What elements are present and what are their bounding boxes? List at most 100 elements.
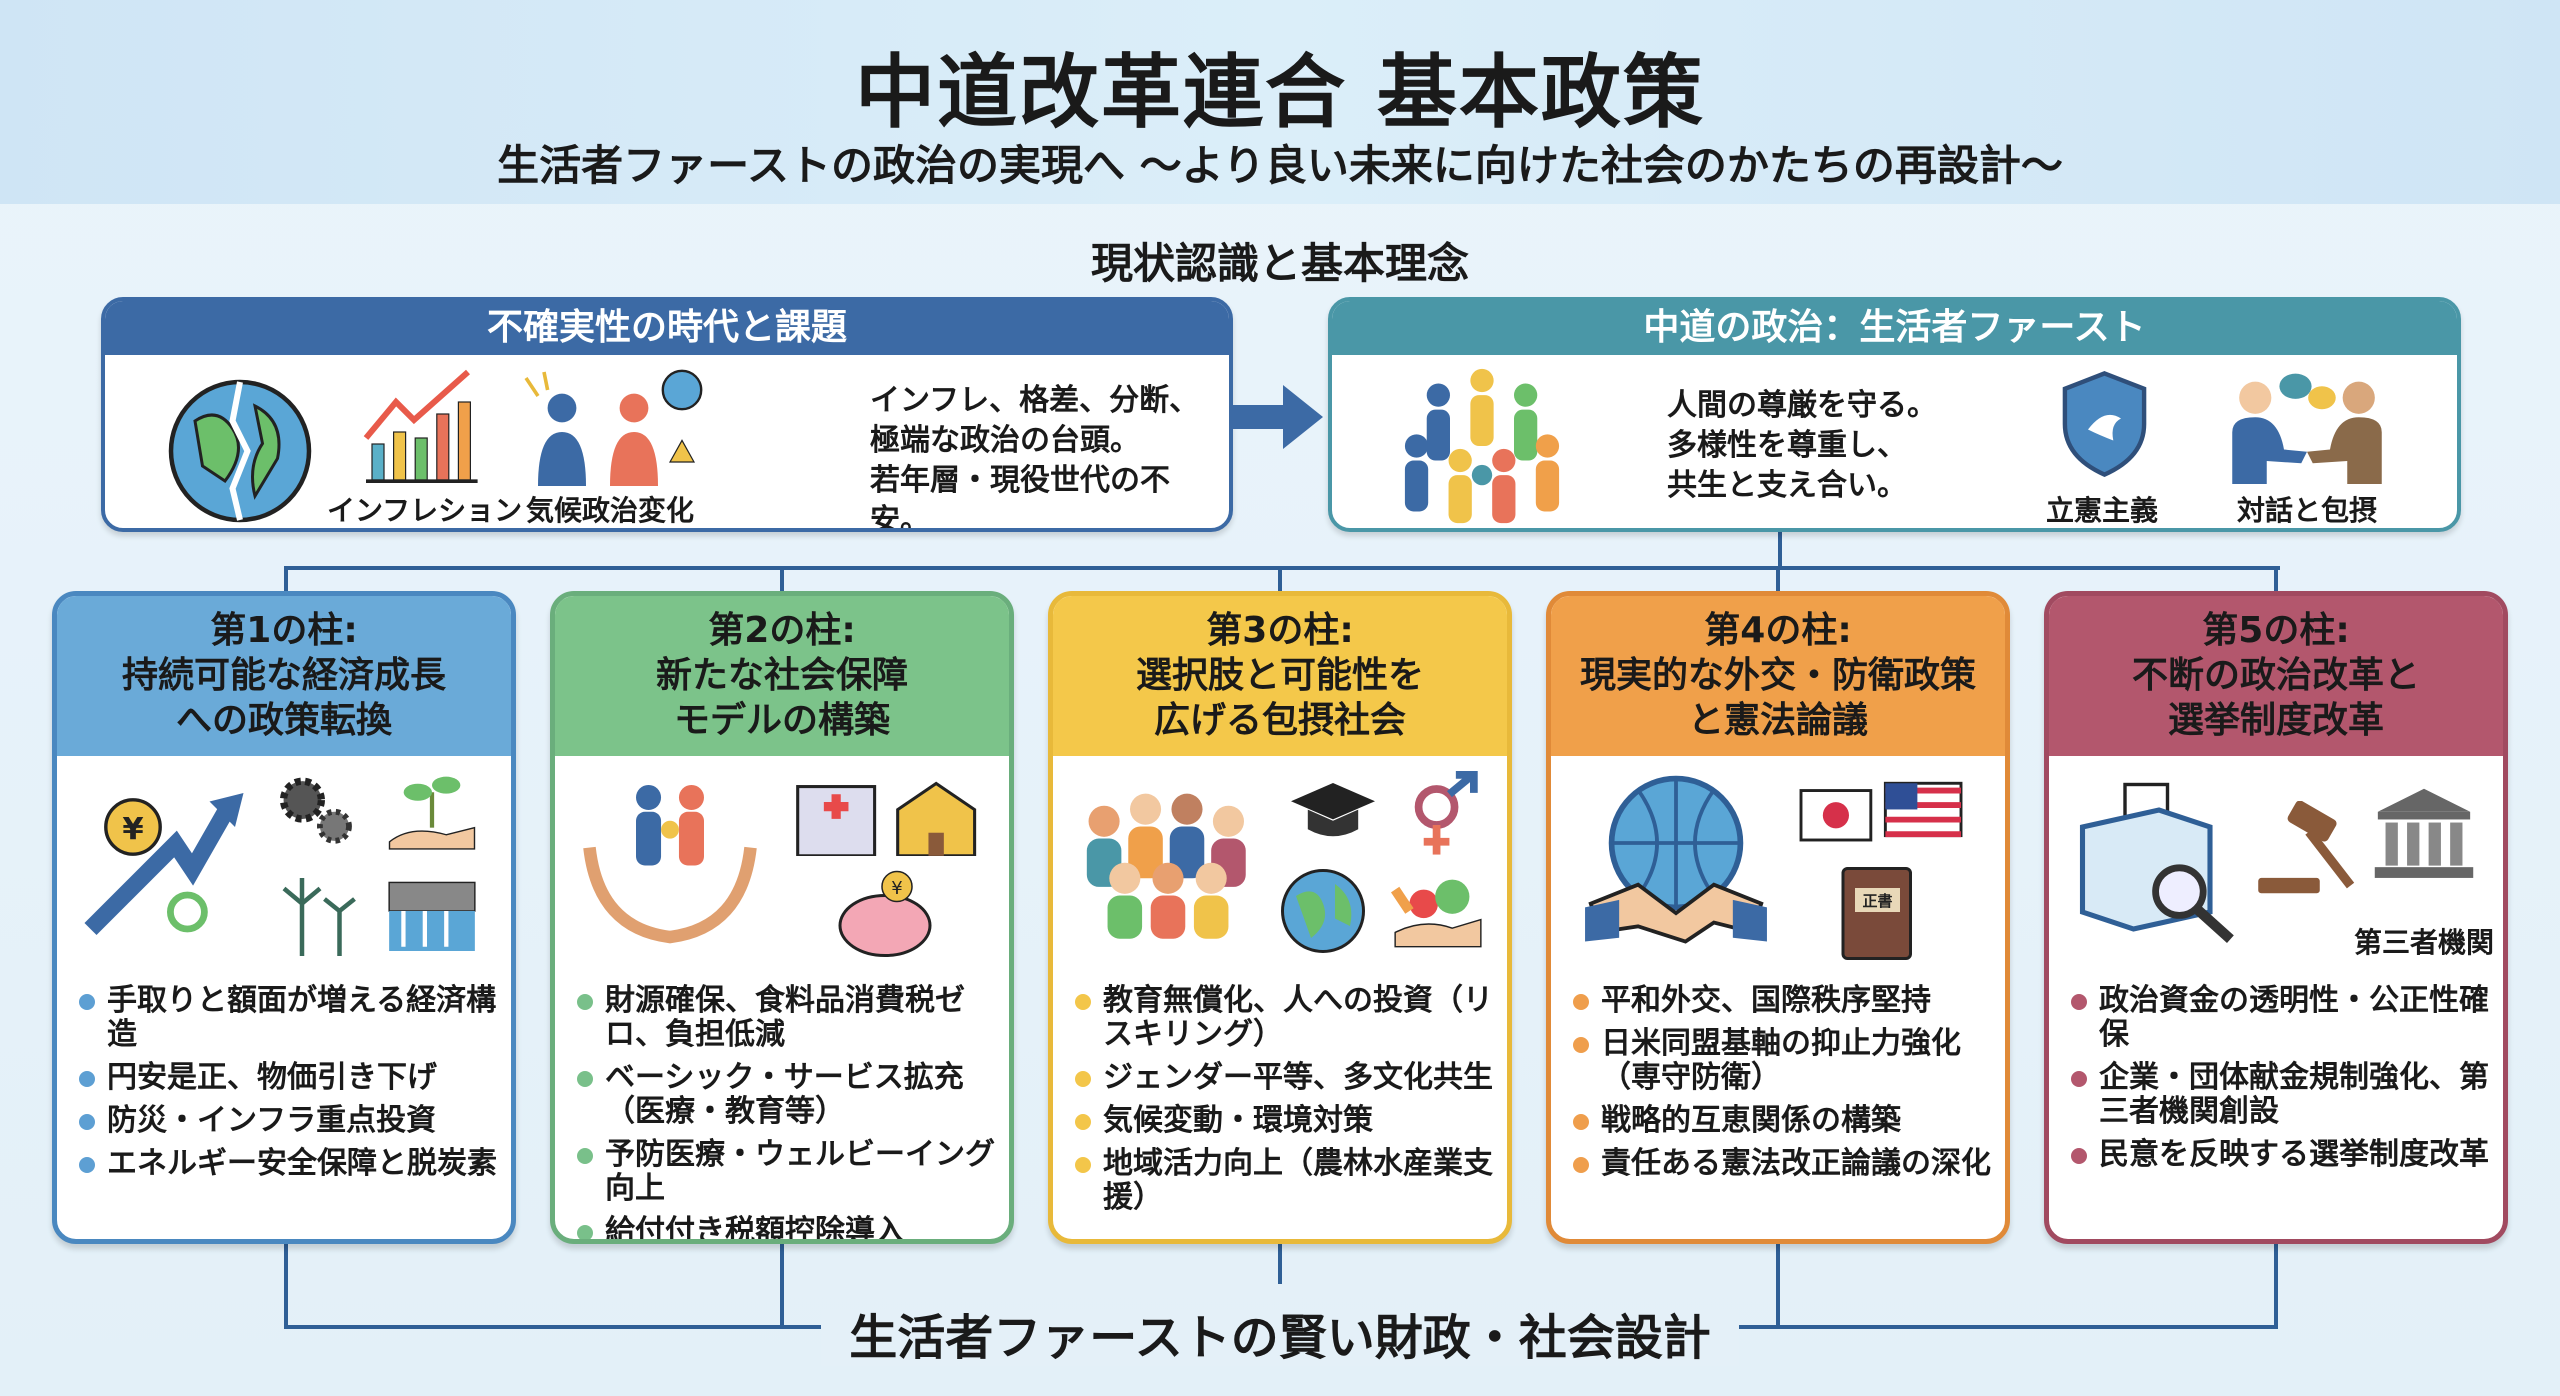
inflation-caption: インフレション	[327, 494, 523, 527]
wind-turbines-icon	[282, 878, 356, 956]
list-item: 予防医療・ウェルビーイング向上	[577, 1138, 1003, 1206]
centrist-text: 人間の尊厳を守る。 多様性を尊重し、 共生と支え合い。	[1667, 386, 1937, 506]
pillar-4-icons: 正書	[1551, 756, 2005, 971]
pillar-4: 第4の柱: 現実的な外交・防衛政策 と憲法論議 正書 平和外交、国際秩序堅持 日…	[1546, 591, 2010, 1244]
dialogue-caption: 対話と包摂	[2236, 494, 2377, 527]
item-text: 責任ある憲法改正論議の深化	[1601, 1146, 1991, 1181]
section-title: 現状認識と基本理念	[1090, 239, 1469, 288]
yen-growth-arrow-icon: ¥	[84, 793, 244, 936]
people-circle-icon	[1404, 368, 1560, 524]
pillar-5-header: 第5の柱: 不断の政治改革と 選挙制度改革	[2049, 596, 2503, 756]
challenges-line: 極端な政治の台頭。	[870, 423, 1140, 458]
footer-text: 生活者ファーストの賢い財政・社会設計	[821, 1310, 1739, 1366]
centrist-line: 共生と支え合い。	[1667, 468, 1907, 503]
climate-politics-icon	[524, 369, 703, 486]
item-text: 給付付き税額控除導入	[605, 1214, 905, 1244]
list-item: 地域活力向上（農林水産業支援）	[1075, 1147, 1501, 1215]
pillar-title: と憲法論議	[1687, 700, 1868, 741]
pillar-3-header: 第3の柱: 選択肢と可能性を 広げる包摂社会	[1053, 596, 1507, 756]
list-item: エネルギー安全保障と脱炭素	[79, 1147, 505, 1181]
graduation-cap-icon	[1291, 783, 1375, 837]
pillar-5: 第5の柱: 不断の政治改革と 選挙制度改革 第三者機関 政治資金の透明性・公正性…	[2044, 591, 2508, 1244]
connector-vertical	[1778, 532, 1782, 569]
centrist-politics-box: 中道の政治：生活者ファースト 人間の尊厳を守る。 多様性を尊重し、 共生と支え合…	[1328, 297, 2461, 532]
item-text: エネルギー安全保障と脱炭素	[107, 1146, 497, 1181]
challenges-text: インフレ、格差、分断、 極端な政治の台頭。 若年層・現役世代の不安。	[870, 381, 1229, 528]
pillar-2-header: 第2の柱: 新たな社会保障 モデルの構築	[555, 596, 1009, 756]
list-item: 日米同盟基軸の抑止力強化（専守防衛）	[1573, 1027, 1999, 1095]
connector-bottom	[1278, 1244, 1282, 1284]
diverse-people-icon	[1086, 793, 1246, 939]
pillar-title: 現実的な外交・防衛政策	[1579, 655, 1976, 696]
connector-drop	[780, 566, 784, 592]
pillar-1-icons: ¥	[57, 756, 511, 971]
list-item: 気候変動・環境対策	[1075, 1104, 1501, 1138]
item-text: ジェンダー平等、多文化共生	[1103, 1060, 1493, 1095]
page-title: 中道改革連合 基本政策	[855, 46, 1705, 139]
list-item: 給付付き税額控除導入	[577, 1214, 1003, 1244]
footer-banner: 生活者ファーストの賢い財政・社会設計	[0, 1298, 2560, 1368]
inflation-chart-icon	[363, 369, 478, 483]
shield-dove-icon	[2062, 371, 2147, 478]
piggy-bank-icon: ¥	[838, 870, 932, 957]
gender-symbol-icon	[1414, 771, 1478, 855]
header-band	[0, 0, 2560, 204]
pillar-3-list: 教育無償化、人への投資（リスキリング） ジェンダー平等、多文化共生 気候変動・環…	[1075, 984, 1501, 1224]
item-text: 気候変動・環境対策	[1103, 1103, 1373, 1138]
pillar-label: 第2の柱:	[708, 610, 856, 651]
climate-politics-caption: 気候政治変化	[525, 494, 694, 527]
item-text: 財源確保、食料品消費税ゼロ、負担低減	[605, 983, 965, 1052]
family-hands-icon	[583, 784, 757, 944]
pillar-2: 第2の柱: 新たな社会保障 モデルの構築 ¥ 財源確保、食料品消費税ゼロ、負担低…	[550, 591, 1014, 1244]
item-text: 平和外交、国際秩序堅持	[1601, 983, 1931, 1018]
list-item: 財源確保、食料品消費税ゼロ、負担低減	[577, 984, 1003, 1052]
item-text: 地域活力向上（農林水産業支援）	[1103, 1146, 1493, 1215]
list-item: 戦略的互恵関係の構築	[1573, 1104, 1999, 1138]
svg-text:正書: 正書	[1862, 892, 1892, 910]
pillar-3: 第3の柱: 選択肢と可能性を 広げる包摂社会 教育無償化、人への投資（リスキリン…	[1048, 591, 1512, 1244]
gears-icon	[279, 777, 352, 844]
constitutionalism-caption: 立憲主義	[2045, 494, 2158, 527]
challenges-line: インフレ、格差、分断、	[870, 383, 1200, 418]
list-item: ジェンダー平等、多文化共生	[1075, 1061, 1501, 1095]
item-text: 教育無償化、人への投資（リスキリング）	[1103, 983, 1493, 1052]
pillar-1-list: 手取りと額面が増える経済構造 円安是正、物価引き下げ 防災・インフラ重点投資 エ…	[79, 984, 505, 1190]
pillar-1-header: 第1の柱: 持続可能な経済成長 への政策転換	[57, 596, 511, 756]
item-text: 防災・インフラ重点投資	[107, 1103, 437, 1138]
pillar-title: 選挙制度改革	[2167, 700, 2384, 741]
item-text: 民意を反映する選挙制度改革	[2099, 1137, 2489, 1172]
list-item: 民意を反映する選挙制度改革	[2071, 1138, 2497, 1172]
svg-text:¥: ¥	[891, 878, 902, 899]
constitution-book-icon: 正書	[1841, 867, 1912, 960]
pillar-label: 第1の柱:	[210, 610, 358, 651]
pillar-label: 第5の柱:	[2202, 610, 2350, 651]
pillar-title: 選択肢と可能性を	[1135, 655, 1424, 696]
item-text: 円安是正、物価引き下げ	[107, 1060, 437, 1095]
list-item: 責任ある憲法改正論議の深化	[1573, 1147, 1999, 1181]
globe-handshake-icon	[1585, 775, 1767, 944]
pillar-title: 不断の政治改革と	[2131, 655, 2420, 696]
item-text: 企業・団体献金規制強化、第三者機関創設	[2099, 1060, 2489, 1129]
item-text: 日米同盟基軸の抑止力強化（専守防衛）	[1601, 1026, 1961, 1095]
pillar-2-list: 財源確保、食料品消費税ゼロ、負担低減 ベーシック・サービス拡充（医療・教育等） …	[577, 984, 1003, 1244]
plant-hand-icon	[388, 776, 476, 850]
item-text: 戦略的互恵関係の構築	[1601, 1103, 1901, 1138]
pillar-title: モデルの構築	[673, 700, 890, 741]
connector-bottom	[1776, 1244, 1780, 1328]
challenges-title: 不確実性の時代と課題	[105, 301, 1229, 355]
arrow-right-icon	[1233, 385, 1323, 449]
pillar-label: 第4の柱:	[1704, 610, 1852, 651]
dialogue-handshake-icon	[2232, 373, 2382, 484]
item-text: 政治資金の透明性・公正性確保	[2099, 983, 2489, 1052]
pillar-label: 第3の柱:	[1206, 610, 1354, 651]
institution-building-icon	[2374, 788, 2474, 878]
connector-horizontal-top	[284, 566, 2280, 570]
centrist-line: 多様性を尊重し、	[1667, 428, 1907, 463]
item-text: ベーシック・サービス拡充（医療・教育等）	[605, 1060, 964, 1129]
pillar-4-header: 第4の柱: 現実的な外交・防衛政策 と憲法論議	[1551, 596, 2005, 756]
connector-drop	[1278, 566, 1282, 592]
list-item: 平和外交、国際秩序堅持	[1573, 984, 1999, 1018]
list-item: 円安是正、物価引き下げ	[79, 1061, 505, 1095]
pillar-title: 広げる包摂社会	[1153, 700, 1406, 741]
centrist-politics-title: 中道の政治：生活者ファースト	[1332, 301, 2457, 355]
